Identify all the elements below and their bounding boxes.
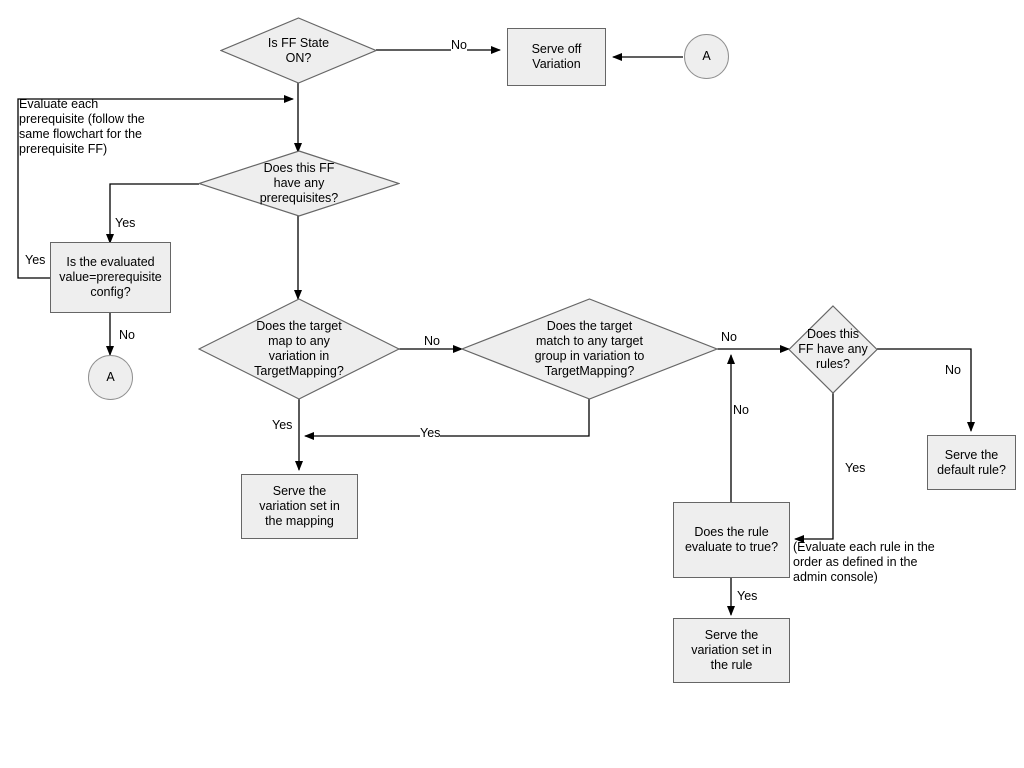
- edge-label-rules-yes: Yes: [845, 461, 866, 475]
- connector-a-left[interactable]: A: [88, 355, 133, 400]
- decision-is-ff-state-on[interactable]: Is FF State ON?: [220, 17, 377, 84]
- connector-a-top[interactable]: A: [684, 34, 729, 79]
- edge-rules-no: [877, 348, 975, 432]
- decision-has-rules-label: Does this FF have any rules?: [798, 327, 868, 371]
- process-serve-variation-rule-label: Serve the variation set in the rule: [691, 628, 772, 672]
- process-serve-default-rule[interactable]: Serve the default rule?: [927, 435, 1016, 490]
- note-prerequisite: Evaluate each prerequisite (follow the s…: [19, 97, 145, 156]
- process-serve-variation-set-in-rule[interactable]: Serve the variation set in the rule: [673, 618, 790, 683]
- edge-label-ffstate-no: No: [451, 38, 467, 52]
- process-serve-variation-set-in-mapping[interactable]: Serve the variation set in the mapping: [241, 474, 358, 539]
- process-serve-variation-mapping-label: Serve the variation set in the mapping: [259, 484, 340, 528]
- edge-rules-yes: [794, 393, 834, 543]
- process-serve-off-variation[interactable]: Serve off Variation: [507, 28, 606, 86]
- edge-label-ruletrue-no: No: [733, 403, 749, 417]
- connector-a-left-label: A: [106, 370, 115, 384]
- process-serve-off-variation-label: Serve off Variation: [531, 42, 582, 71]
- process-rule-evaluate-label: Does the rule evaluate to true?: [684, 525, 779, 554]
- decision-target-group-label: Does the target match to any target grou…: [534, 319, 645, 378]
- decision-has-prerequisites[interactable]: Does this FF have any prerequisites?: [198, 150, 400, 217]
- edge-label-targetmap-no: No: [424, 334, 440, 348]
- connector-a-top-label: A: [702, 49, 711, 63]
- edge-prereq-yes: [106, 183, 199, 244]
- edge-label-targetmap-yes: Yes: [272, 418, 293, 432]
- edge-label-evaluated-yes: Yes: [25, 253, 46, 267]
- process-serve-default-rule-label: Serve the default rule?: [937, 447, 1006, 477]
- process-does-rule-evaluate-to-true[interactable]: Does the rule evaluate to true?: [673, 502, 790, 578]
- decision-target-group[interactable]: Does the target match to any target grou…: [461, 298, 718, 400]
- note-rule-order: (Evaluate each rule in the order as defi…: [793, 540, 935, 584]
- edge-label-rules-no: No: [945, 363, 961, 377]
- edge-label-targetgroup-yes: Yes: [420, 426, 441, 440]
- edge-label-prereq-yes: Yes: [115, 216, 136, 230]
- edge-label-targetgroup-no: No: [721, 330, 737, 344]
- decision-target-map-label: Does the target map to any variation in …: [254, 319, 344, 378]
- edge-targetgroup-yes: [304, 399, 590, 440]
- decision-has-prerequisites-label: Does this FF have any prerequisites?: [259, 161, 339, 205]
- edge-label-ruletrue-yes: Yes: [737, 589, 758, 603]
- process-is-evaluated-value-label: Is the evaluated value=prerequisite conf…: [59, 255, 162, 299]
- decision-target-map[interactable]: Does the target map to any variation in …: [198, 298, 400, 400]
- process-is-evaluated-value-prerequisite-config[interactable]: Is the evaluated value=prerequisite conf…: [50, 242, 171, 313]
- decision-is-ff-state-on-label: Is FF State ON?: [267, 35, 330, 65]
- decision-has-rules[interactable]: Does this FF have any rules?: [788, 305, 878, 394]
- edge-label-evaluated-no: No: [119, 328, 135, 342]
